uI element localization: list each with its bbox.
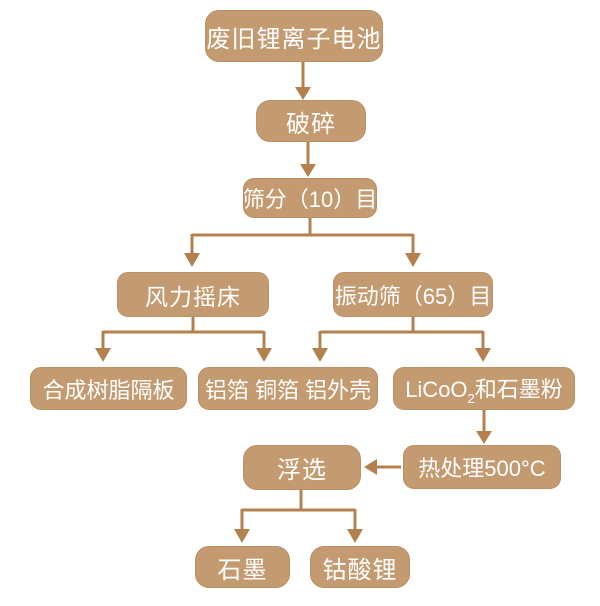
node-synthetic-resin-separator: 合成树脂隔板 xyxy=(30,367,187,410)
node-heat-treatment-500c: 热处理500°C xyxy=(403,445,561,489)
node-licoo2-and-graphite-powder: LiCoO2和石墨粉 xyxy=(393,367,575,410)
arrow-battery-to-crushing xyxy=(295,62,311,100)
arrow-flotation-split xyxy=(234,490,363,543)
node-crushing: 破碎 xyxy=(256,100,366,142)
licoo2-prefix: LiCoO xyxy=(405,377,468,402)
arrow-air-table-split xyxy=(95,317,272,362)
arrow-heat-to-flotation xyxy=(364,459,401,475)
node-air-shaking-table: 风力摇床 xyxy=(117,272,269,317)
arrow-crushing-to-sieving xyxy=(300,142,316,177)
arrow-licoo2-to-heat xyxy=(476,410,492,444)
node-flotation: 浮选 xyxy=(243,445,361,490)
node-graphite: 石墨 xyxy=(195,546,290,588)
node-vibrating-screen-65-mesh: 振动筛（65）目 xyxy=(333,272,493,317)
arrow-vibrating-screen-split xyxy=(312,317,491,362)
node-waste-lithium-battery: 废旧锂离子电池 xyxy=(205,10,383,62)
licoo2-suffix: 和石墨粉 xyxy=(474,377,563,402)
node-al-foil-cu-foil-al-casing: 铝箔 铜箔 铝外壳 xyxy=(198,367,378,410)
node-lithium-cobaltate: 钴酸锂 xyxy=(310,546,410,588)
arrow-sieving-split xyxy=(184,218,421,267)
licoo2-subscript: 2 xyxy=(467,391,475,406)
node-sieving-10-mesh: 筛分（10）目 xyxy=(243,178,377,218)
licoo2-formula-text: LiCoO2和石墨粉 xyxy=(405,372,563,405)
